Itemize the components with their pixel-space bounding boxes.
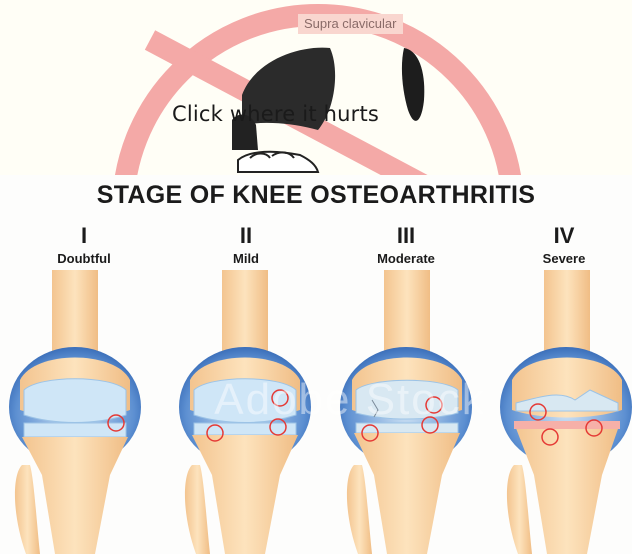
region-tooltip: Supra clavicular: [298, 14, 403, 34]
fibula-2: [185, 465, 210, 554]
fibula-4: [507, 465, 532, 554]
femur-shaft-4: [544, 270, 590, 360]
knee-oa-infographic: STAGE OF KNEE OSTEOARTHRITIS I Doubtful …: [0, 175, 632, 554]
click-hint-text: Click where it hurts: [172, 102, 379, 126]
knee-illustrations: [0, 175, 632, 554]
fibula-3: [347, 465, 372, 554]
hand-region[interactable]: [238, 152, 318, 172]
body-map-overlay: Supra clavicular Click where it hurts: [0, 0, 632, 175]
femur-shaft-3: [384, 270, 430, 360]
femur-shaft-2: [222, 270, 268, 360]
cartilage-bottom-1: [24, 423, 126, 437]
neck-region[interactable]: [402, 48, 424, 121]
fibula-1: [15, 465, 40, 554]
cartilage-top-1: [24, 379, 126, 423]
stock-watermark: Adobe Stock: [150, 375, 550, 425]
femur-shaft-1: [52, 270, 98, 360]
knee-stage-1: [9, 270, 141, 554]
